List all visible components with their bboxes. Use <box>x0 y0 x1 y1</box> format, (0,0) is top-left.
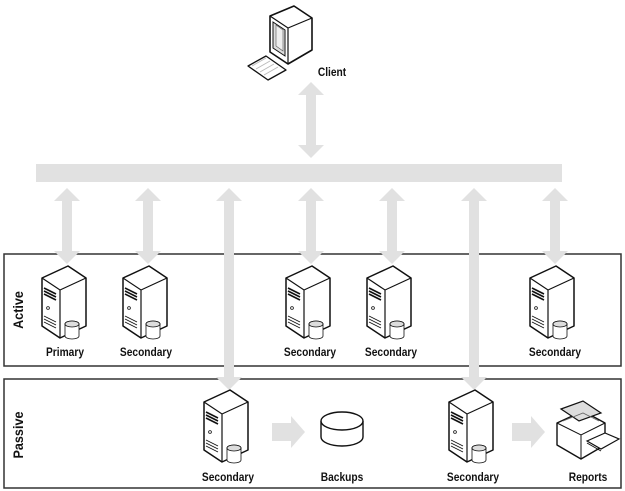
tier-label-active: Active <box>10 291 26 329</box>
network-bus-bar <box>36 164 562 182</box>
active-node-arrow-3 <box>298 188 324 264</box>
node-label-passive-secondary-2: Secondary <box>446 470 500 484</box>
server-icon <box>529 265 575 340</box>
printer-icon <box>556 400 621 460</box>
tier-label-passive: Passive <box>10 411 26 459</box>
active-node-arrow-5 <box>542 188 568 264</box>
client-bus-arrow <box>298 82 324 158</box>
server-icon <box>203 389 249 464</box>
active-node-arrow-1 <box>54 188 80 264</box>
node-label-active-secondary-2: Secondary <box>283 345 337 359</box>
node-label-primary: Primary <box>45 345 84 359</box>
node-label-active-secondary-1: Secondary <box>119 345 173 359</box>
server-icon <box>448 389 494 464</box>
to-backups-arrow <box>272 416 305 448</box>
client-label: Client <box>317 65 347 79</box>
database-disk-icon <box>320 411 364 447</box>
node-label-backups: Backups <box>320 470 364 484</box>
to-reports-arrow <box>512 416 545 448</box>
active-node-arrow-2 <box>135 188 161 264</box>
node-label-active-secondary-3: Secondary <box>364 345 418 359</box>
node-label-reports: Reports <box>568 470 608 484</box>
node-label-active-secondary-4: Secondary <box>528 345 582 359</box>
server-icon <box>366 265 412 340</box>
server-icon <box>122 265 168 340</box>
server-icon <box>285 265 331 340</box>
node-label-passive-secondary-1: Secondary <box>201 470 255 484</box>
tier-frame-passive <box>3 378 622 489</box>
passive-node-arrow-1 <box>216 188 242 390</box>
desktop-computer-icon <box>247 5 313 81</box>
active-node-arrow-4 <box>379 188 405 264</box>
server-icon <box>41 265 87 340</box>
passive-node-arrow-2 <box>461 188 487 390</box>
